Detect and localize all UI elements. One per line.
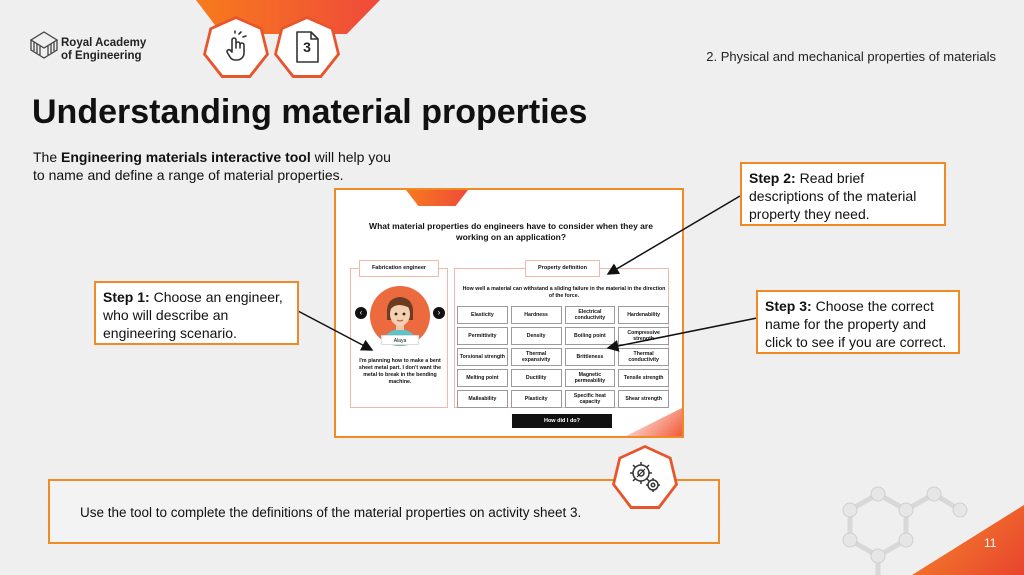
intro-text: The Engineering materials interactive to… <box>33 148 393 184</box>
definition-panel: Property definition How well a material … <box>454 260 669 408</box>
organization-logo-text: Royal Academy of Engineering <box>61 37 146 63</box>
page-number: 11 <box>984 536 997 550</box>
step2-text: Read brief descriptions of the material … <box>749 170 917 222</box>
step3-text: Choose the correct name for the property… <box>765 298 947 350</box>
tool-preview: What material properties do engineers ha… <box>334 188 684 438</box>
step1-arrow <box>297 310 374 351</box>
property-option[interactable]: Ductility <box>510 369 562 387</box>
how-did-i-do-button[interactable]: How did I do? <box>512 414 612 428</box>
hand-pointer-badge <box>203 16 269 78</box>
property-option[interactable]: Shear strength <box>618 390 669 408</box>
property-option[interactable]: Density <box>510 327 562 345</box>
page-title: Understanding material properties <box>32 93 588 131</box>
property-option[interactable]: Malleability <box>457 390 508 408</box>
intro-suffix: will help you to name and define a range… <box>33 149 391 183</box>
property-option[interactable]: Hardenability <box>618 306 669 324</box>
engineer-name: Alaya <box>381 335 419 345</box>
section-label: 2. Physical and mechanical properties of… <box>706 49 996 64</box>
logo-line-1: Royal Academy <box>61 37 147 49</box>
property-option[interactable]: Thermal conductivity <box>618 348 669 366</box>
previous-engineer-button[interactable]: ‹ <box>355 307 367 319</box>
document-icon <box>296 31 319 63</box>
step2-callout: Step 2: Read brief descriptions of the m… <box>740 162 946 226</box>
engineer-panel: Fabrication engineer Alaya ‹ › I'm plann… <box>350 260 448 408</box>
engineer-tab: Fabrication engineer <box>359 260 439 277</box>
property-option[interactable]: Magnetic permeability <box>564 369 616 387</box>
property-option[interactable]: Elasticity <box>457 306 508 324</box>
property-option[interactable]: Thermal expansivity <box>510 348 562 366</box>
activity-instruction-box: Use the tool to complete the definitions… <box>48 479 720 544</box>
property-option[interactable]: Boiling point <box>564 327 616 345</box>
intro-prefix: The <box>33 149 62 165</box>
badge-number: 3 <box>303 39 311 55</box>
property-option[interactable]: Electrical conductivity <box>564 306 616 324</box>
intro-tool-name: Engineering materials interactive tool <box>61 149 311 165</box>
property-option[interactable]: Brittleness <box>564 348 616 366</box>
tool-top-tab <box>406 190 468 206</box>
step3-arrow <box>606 317 758 352</box>
step3-label: Step 3: <box>765 298 812 314</box>
step2-label: Step 2: <box>749 170 796 186</box>
engineer-scenario: I'm planning how to make a bent sheet me… <box>358 358 442 385</box>
property-option[interactable]: Melting point <box>457 369 508 387</box>
definition-tab: Property definition <box>525 260 600 277</box>
molecule-decoration-icon <box>842 486 968 575</box>
tool-question: What material properties do engineers ha… <box>369 221 653 242</box>
step1-text: Choose an engineer, who will describe an… <box>103 289 283 341</box>
activity-sheet-badge: 3 <box>274 16 340 78</box>
rae-logo-icon <box>29 31 59 59</box>
step3-callout: Step 3: Choose the correct name for the … <box>756 290 960 354</box>
gears-icon <box>630 462 660 492</box>
property-definition: How well a material can withstand a slid… <box>462 286 666 299</box>
property-option[interactable]: Specific heat capacity <box>564 390 616 408</box>
step1-callout: Step 1: Choose an engineer, who will des… <box>94 281 299 345</box>
property-option[interactable]: Torsional strength <box>457 348 508 366</box>
logo-line-2: of Engineering <box>61 50 142 62</box>
property-option[interactable]: Permittivity <box>457 327 508 345</box>
property-options-grid: Elasticity Hardness Electrical conductiv… <box>457 306 669 408</box>
step2-arrow <box>606 195 741 275</box>
property-option[interactable]: Plasticity <box>510 390 562 408</box>
property-option[interactable]: Hardness <box>510 306 562 324</box>
step1-label: Step 1: <box>103 289 150 305</box>
property-option[interactable]: Tensile strength <box>618 369 669 387</box>
next-engineer-button[interactable]: › <box>433 307 445 319</box>
settings-badge <box>612 445 678 509</box>
activity-instruction: Use the tool to complete the definitions… <box>80 505 582 520</box>
hand-pointer-icon <box>226 30 247 61</box>
